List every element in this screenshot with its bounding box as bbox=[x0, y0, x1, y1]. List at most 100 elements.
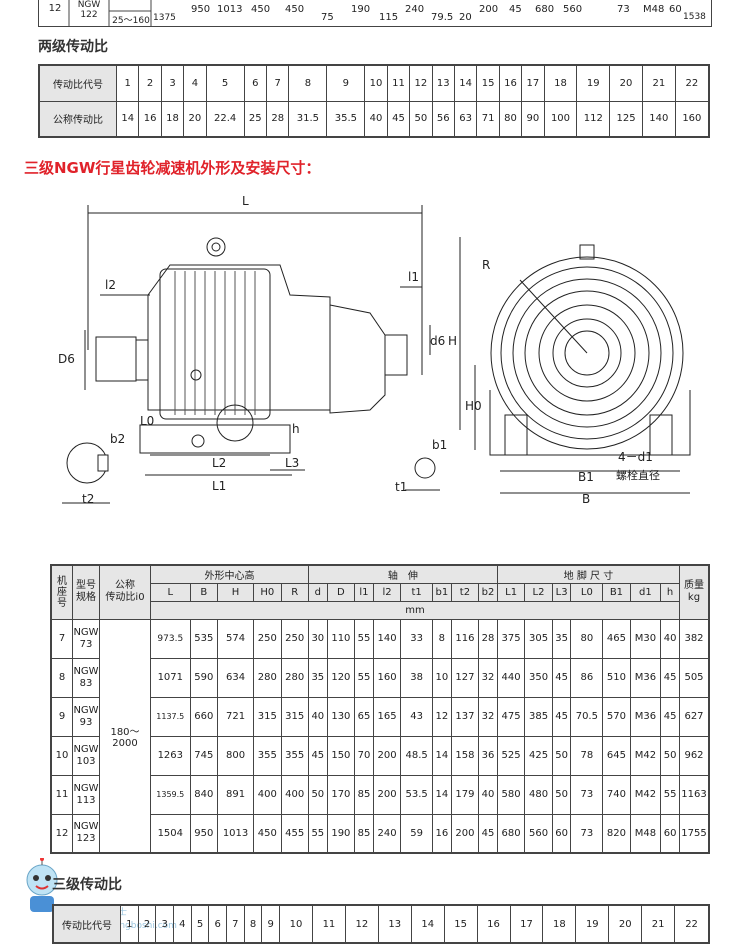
cell: 32 bbox=[478, 657, 498, 698]
cell: 28 bbox=[478, 618, 498, 659]
col-head: B bbox=[189, 582, 219, 602]
table-cell: 28 bbox=[265, 100, 290, 138]
cell: M42 bbox=[629, 774, 662, 815]
cell: 973.5 bbox=[150, 618, 191, 659]
table-cell: 25 bbox=[243, 100, 268, 138]
cell: 40 bbox=[478, 774, 498, 815]
table-cell: 10 bbox=[279, 904, 313, 944]
cell: 55 bbox=[307, 813, 328, 854]
label-L1: L1 bbox=[212, 479, 226, 493]
table-row: 11 NGW 113 1359.5 840 891 400 400 50 170… bbox=[50, 774, 710, 815]
col-head: b1 bbox=[432, 582, 452, 602]
top-val-c11: 73 bbox=[617, 4, 630, 15]
cell-model: NGW 73 bbox=[72, 618, 100, 659]
row-label: 公称传动比 bbox=[38, 100, 117, 138]
table-cell: 4 bbox=[183, 64, 207, 102]
table-cell: 71 bbox=[476, 100, 500, 138]
cell: 38 bbox=[400, 657, 433, 698]
cell: 560 bbox=[524, 813, 553, 854]
cell: 45 bbox=[660, 696, 680, 737]
top-val-c9: 560 bbox=[563, 4, 583, 15]
table-cell: 50 bbox=[409, 100, 433, 138]
label-B: B bbox=[582, 492, 590, 506]
table-cell: 14 bbox=[410, 904, 445, 944]
cell: 120 bbox=[326, 657, 356, 698]
cell: 190 bbox=[326, 813, 356, 854]
table-cell: 8 bbox=[288, 64, 328, 102]
head-outline: 外形中心高 bbox=[150, 564, 309, 584]
label-L2: L2 bbox=[212, 456, 226, 470]
table-cell: 18 bbox=[542, 904, 577, 944]
table-cell: 19 bbox=[575, 904, 610, 944]
cell: 590 bbox=[189, 657, 219, 698]
cell: 80 bbox=[570, 618, 604, 659]
table-cell: 2 bbox=[137, 904, 157, 944]
label-b2: b2 bbox=[110, 432, 125, 446]
cell-ratio-range: 180～2000 bbox=[99, 618, 151, 854]
table-cell: 14 bbox=[453, 64, 478, 102]
cell: 375 bbox=[496, 618, 526, 659]
cell: 140 bbox=[372, 618, 402, 659]
top-val-c1: 190 bbox=[351, 4, 371, 15]
cell: 60 bbox=[551, 813, 572, 854]
cell: 820 bbox=[602, 813, 631, 854]
head-model: 型号 规格 bbox=[72, 564, 100, 620]
cell: 50 bbox=[307, 774, 328, 815]
shaft-section-small bbox=[414, 457, 436, 479]
label-l2: l2 bbox=[105, 278, 116, 292]
cell: 85 bbox=[354, 774, 374, 815]
cell: 127 bbox=[450, 657, 480, 698]
cell: 55 bbox=[354, 657, 374, 698]
table-cell: 125 bbox=[609, 100, 643, 138]
cell-model: NGW 103 bbox=[72, 735, 100, 776]
table-cell: 100 bbox=[543, 100, 578, 138]
label-b1: b1 bbox=[432, 438, 447, 452]
cell: 35 bbox=[551, 618, 572, 659]
cell-model: NGW 123 bbox=[72, 813, 100, 854]
front-base bbox=[489, 390, 691, 456]
table-cell: 8 bbox=[243, 904, 263, 944]
cell-seat: 9 bbox=[50, 696, 73, 737]
cell: 355 bbox=[253, 735, 282, 776]
cell-mass: 1163 bbox=[679, 774, 710, 815]
gear-case bbox=[159, 268, 271, 420]
cell: 32 bbox=[478, 696, 498, 737]
col-head: H bbox=[216, 582, 255, 602]
top-val-b0: 950 bbox=[191, 4, 211, 15]
cell: 55 bbox=[660, 774, 680, 815]
cell: 1504 bbox=[150, 813, 191, 854]
cell: M42 bbox=[629, 735, 662, 776]
cell: 14 bbox=[432, 774, 452, 815]
table-cell: 19 bbox=[576, 64, 611, 102]
col-head: L0 bbox=[570, 582, 604, 602]
cell-model: NGW 83 bbox=[72, 657, 100, 698]
top-val-b2: 450 bbox=[251, 4, 271, 15]
top-val-end: 1538 bbox=[683, 12, 706, 22]
cell: 1137.5 bbox=[150, 696, 191, 737]
table-row: 10 NGW 103 1263 745 800 355 355 45 150 7… bbox=[50, 735, 710, 776]
cell: 137 bbox=[450, 696, 480, 737]
cell-seat: 8 bbox=[50, 657, 73, 698]
cell: 535 bbox=[189, 618, 219, 659]
label-L3: L3 bbox=[285, 456, 299, 470]
head-foot: 地 脚 尺 寸 bbox=[496, 564, 681, 584]
table-cell: 63 bbox=[453, 100, 478, 138]
col-head: R bbox=[280, 582, 309, 602]
cell: 40 bbox=[660, 618, 680, 659]
cell: 59 bbox=[400, 813, 433, 854]
table-cell: 35.5 bbox=[326, 100, 366, 138]
two-stage-row-ratio: 公称传动比 14 16 18 20 22.4 25 28 31.5 35.5 4… bbox=[38, 100, 710, 138]
top-val-c0: 75 bbox=[321, 12, 334, 23]
cell: 525 bbox=[496, 735, 526, 776]
table-cell: 6 bbox=[208, 904, 228, 944]
table-cell: 18 bbox=[543, 64, 578, 102]
table-cell: 56 bbox=[431, 100, 455, 138]
cell: 1071 bbox=[150, 657, 191, 698]
cell: 45 bbox=[478, 813, 498, 854]
table-cell: 13 bbox=[431, 64, 455, 102]
table-cell: 15 bbox=[443, 904, 478, 944]
cell: 50 bbox=[551, 735, 572, 776]
cell: 425 bbox=[524, 735, 553, 776]
cell-model: NGW 113 bbox=[72, 774, 100, 815]
cell: 16 bbox=[432, 813, 452, 854]
